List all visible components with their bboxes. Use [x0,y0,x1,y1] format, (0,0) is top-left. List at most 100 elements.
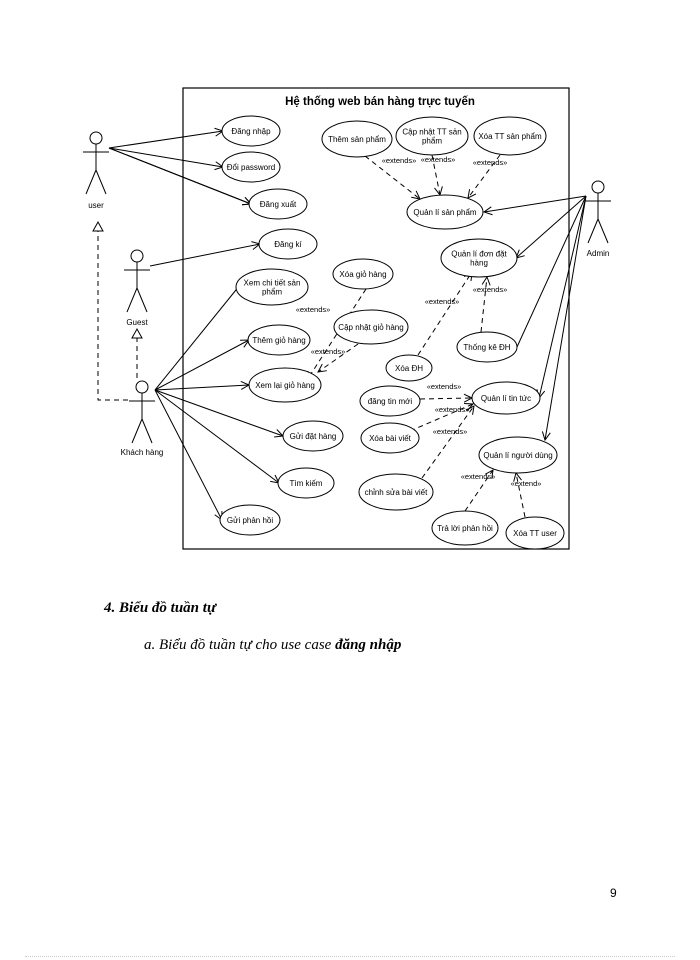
actor-guest: Guest [124,249,150,327]
extends-labels: «extends» «extends» «extends» «extends» «ext… [296,155,542,488]
use-case-label: Xem lại giỏ hàng [255,381,315,390]
association-line [154,340,249,391]
extends-line [318,343,359,372]
use-case-label: chỉnh sửa bài viết [365,488,429,497]
use-case-tim-kiem: Tìm kiếm [277,467,335,499]
extends-line [431,154,440,195]
association-line [108,147,251,204]
use-case-cap-nhat-gio-hang: Cập nhật giỏ hàng [333,309,409,345]
extends-label: «extends» [425,297,460,306]
association-line [154,389,283,436]
use-case-label: Xem chi tiết sản [244,279,301,288]
use-case-quan-li-san-pham: Quản lí sản phẩm [406,194,484,230]
page-number: 9 [610,886,617,900]
use-case-label: Đăng kí [274,240,302,249]
use-case-xoa-bai-viet: Xóa bài viết [360,422,420,454]
extends-label: «extends» [473,285,508,294]
use-case-them-san-pham: Thêm sản phẩm [321,120,393,158]
use-case-label: Quản lí người dùng [483,451,552,460]
association-line [154,284,241,391]
use-case-diagram: Hệ thống web bán hàng trực tuyến userGue… [83,87,611,550]
actor-admin: Admin [585,180,611,258]
system-title: Hệ thống web bán hàng trực tuyến [285,96,475,108]
subsection-letter: a. [144,637,156,653]
extends-label: «extends» [311,347,346,356]
extends-label: «extends» [427,382,462,391]
use-case-label: Xóa ĐH [395,364,423,373]
use-case-label: Xóa TT sản phẩm [478,132,542,141]
subsection-text: Biểu đồ tuần tự cho use case [159,637,332,653]
use-case-label: Cập nhật giỏ hàng [338,323,403,332]
use-case-xem-lai-gio-hang: Xem lại giỏ hàng [248,367,322,403]
page-bottom-rule [25,956,675,957]
association-line [516,195,587,258]
association-line [108,147,223,167]
use-case-dang-ki: Đăng kí [258,228,318,260]
use-case-label: Tìm kiếm [290,479,323,488]
use-case-xoa-dh: Xóa ĐH [385,354,433,382]
use-case-label: Đăng nhập [231,127,271,136]
use-case-label: Đăng xuất [260,200,297,209]
use-case-gui-dat-hang: Gửi đặt hàng [282,420,344,452]
section-number: 4. [104,600,116,616]
use-case-quan-li-tin-tuc: Quản lí tin tức [471,381,541,415]
use-case-label: Gửi đặt hàng [290,432,337,441]
extends-label: «extends» [461,472,496,481]
use-case-label: Quản lí sản phẩm [413,208,476,217]
extends-label: «extends» [382,156,417,165]
use-case-them-gio-hang: Thêm giỏ hàng [247,324,311,356]
use-case-gui-phan-hoi: Gửi phản hồi [219,504,281,536]
extends-line [480,277,487,333]
use-case-dang-nhap: Đăng nhập [221,115,281,147]
use-case-quan-li-nguoi-dung: Quản lí người dùng [478,436,558,474]
use-case-label: Quản lí tin tức [481,394,531,403]
use-case-label: đăng tin mới [368,397,413,406]
use-case-chinh-sua-bai-viet: chỉnh sửa bài viết [358,473,434,511]
actor-khach: Khách hàng [121,380,164,457]
use-case-label: Quản lí đơn đặt [451,250,507,259]
generalization-line [92,220,128,401]
use-case-label: Thêm sản phẩm [328,135,386,144]
use-case-dang-xuat: Đăng xuất [248,188,308,220]
use-case-label: Cập nhật TT sản [402,128,461,137]
use-case-label: Thêm giỏ hàng [252,336,305,345]
use-case-label: Xóa TT user [513,529,557,538]
actor-label: Khách hàng [121,448,164,457]
association-line [154,389,222,520]
actor-label: Admin [587,249,610,258]
use-case-doi-password: Đổi password [221,151,281,183]
use-case-label: Đổi password [227,163,275,172]
use-case-label: hàng [470,259,488,268]
extends-line [516,473,526,518]
extends-line [307,288,367,380]
extends-label: «extend» [511,479,542,488]
association-line [149,244,260,267]
use-case-xoa-tt-user: Xóa TT user [505,516,565,550]
extends-line [417,272,472,356]
extends-line [419,398,472,399]
use-case-label: phẩm [422,137,442,146]
association-line [539,195,587,398]
subsection-heading: a. Biểu đồ tuần tự cho use case đăng nhậ… [144,637,401,654]
use-case-thong-ke-dh: Thống kê ĐH [456,331,518,363]
actor-label: Guest [126,318,148,327]
extends-line [364,155,420,199]
use-case-label: Xóa bài viết [369,434,412,443]
association-line [516,195,587,348]
extends-label: «extends» [421,155,456,164]
extends-line [421,406,474,479]
use-case-label: Xóa giỏ hàng [339,270,386,279]
actor-label: user [88,201,104,210]
use-case-tra-loi-phan-hoi: Trả lời phản hồi [431,510,499,546]
extends-label: «extends» [296,305,331,314]
use-case-xoa-tt-sp: Xóa TT sản phẩm [473,116,547,156]
extends-line [409,404,473,432]
use-case-label: Gửi phản hồi [227,516,273,525]
extends-label: «extends» [435,405,470,414]
association-line [108,131,223,149]
